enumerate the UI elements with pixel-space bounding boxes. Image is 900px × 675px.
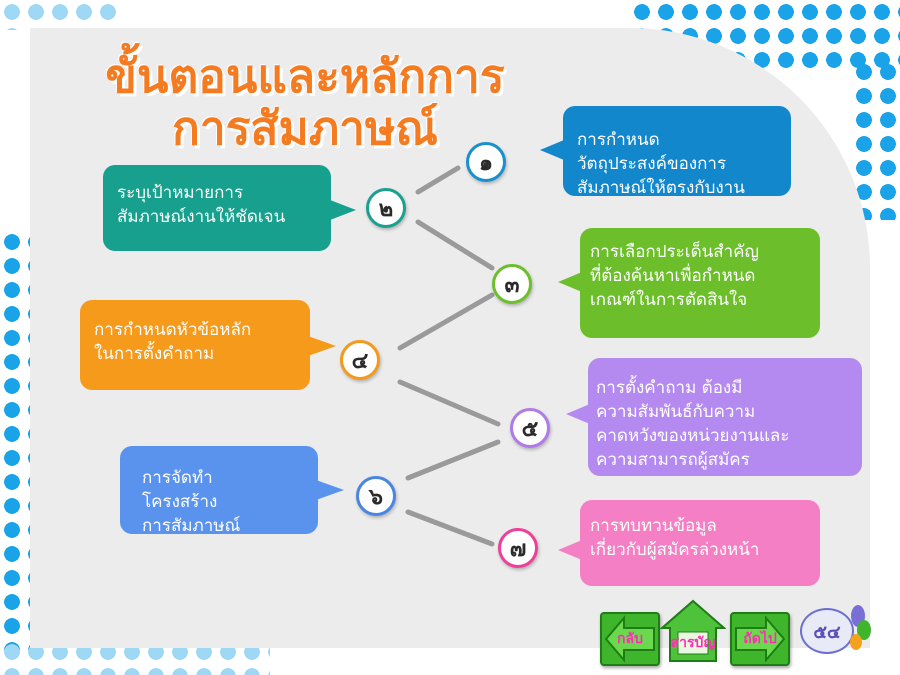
- step-box-1: การกำหนด วัตถุประสงค์ของการ สัมภาษณ์ให้ต…: [563, 106, 791, 196]
- callout-pointer-7: [558, 540, 582, 560]
- step-box-5: การตั้งคำถาม ต้องมี ความสัมพันธ์กับความ …: [588, 358, 862, 476]
- home-icon: [660, 599, 726, 662]
- page-number-badge: ๕๔: [800, 608, 854, 654]
- connector-1-2: [415, 165, 461, 195]
- title-line-2: การสัมภาษณ์: [172, 101, 438, 155]
- step-2-line-1: ระบุเป้าหมายการ: [117, 183, 244, 203]
- right-tile-pattern: [852, 60, 900, 220]
- next-button[interactable]: ถัดไป: [730, 612, 790, 666]
- step-3-line-1: การเลือกประเด็นสำคัญ: [590, 242, 760, 262]
- callout-pointer-1: [540, 140, 564, 160]
- connector-6-7: [405, 509, 495, 547]
- callout-pointer-2: [330, 200, 356, 220]
- next-arrow-icon: [735, 615, 786, 663]
- step-3-line-3: เกณฑ์ในการตัดสินใจ: [590, 290, 748, 310]
- next-button-label: ถัดไป: [743, 631, 777, 647]
- step-5-line-4: ความสามารถผู้สมัคร: [596, 450, 750, 470]
- step-6-line-2: โครงสร้าง: [142, 492, 218, 512]
- step-number-2: ๒: [366, 188, 406, 228]
- step-box-2: ระบุเป้าหมายการ สัมภาษณ์งานให้ชัดเจน: [103, 165, 331, 251]
- back-arrow-icon: [604, 615, 655, 663]
- callout-pointer-5: [566, 404, 590, 424]
- step-5-line-2: ความสัมพันธ์กับความ: [596, 402, 756, 422]
- step-6-line-3: การสัมภาษณ์: [142, 516, 241, 534]
- step-number-7: ๗: [498, 528, 538, 568]
- step-7-line-2: เกี่ยวกับผู้สมัครล่วงหน้า: [590, 540, 760, 560]
- step-box-7: การทบทวนข้อมูล เกี่ยวกับผู้สมัครล่วงหน้า: [580, 500, 820, 586]
- step-4-line-1: การกำหนดหัวข้อหลัก: [94, 320, 252, 340]
- step-6-line-1: การจัดทำ: [142, 468, 213, 488]
- step-1-line-3: สัมภาษณ์ให้ตรงกับงาน: [577, 178, 745, 196]
- connector-3-4: [397, 292, 495, 351]
- step-5-line-3: คาดหวังของหน่วยงานและ: [596, 426, 790, 446]
- back-button[interactable]: กลับ: [600, 612, 660, 666]
- contents-button-label: สารบัญ: [670, 635, 716, 651]
- callout-pointer-6: [316, 480, 344, 500]
- step-1-line-1: การกำหนด: [577, 130, 660, 150]
- step-number-3: ๓: [492, 264, 532, 304]
- step-number-4: ๔: [340, 340, 380, 380]
- title-line-1: ขั้นตอนและหลักการ: [105, 49, 505, 103]
- callout-pointer-3: [558, 272, 582, 292]
- step-7-line-1: การทบทวนข้อมูล: [590, 516, 717, 536]
- step-number-5: ๕: [510, 408, 550, 448]
- step-3-line-2: ที่ต้องค้นหาเพื่อกำหนด: [590, 266, 756, 286]
- slide-title: ขั้นตอนและหลักการ การสัมภาษณ์: [60, 50, 550, 154]
- step-2-line-2: สัมภาษณ์งานให้ชัดเจน: [117, 207, 286, 227]
- top-left-tile-pattern: [0, 0, 120, 30]
- connector-5-6: [405, 439, 501, 481]
- step-number-6: ๖: [356, 476, 396, 516]
- step-box-3: การเลือกประเด็นสำคัญ ที่ต้องค้นหาเพื่อกำ…: [580, 228, 820, 338]
- left-tile-pattern: [0, 230, 30, 650]
- step-number-1: ๑: [466, 142, 506, 182]
- step-5-line-1: การตั้งคำถาม ต้องมี: [596, 378, 743, 398]
- connector-2-3: [415, 219, 495, 271]
- contents-button[interactable]: สารบัญ: [660, 598, 726, 664]
- connector-4-5: [397, 379, 501, 427]
- step-1-line-2: วัตถุประสงค์ของการ: [577, 154, 727, 174]
- flower-ornament-icon: [850, 605, 871, 650]
- callout-pointer-4: [308, 336, 336, 356]
- step-box-6: การจัดทำ โครงสร้าง การสัมภาษณ์: [120, 446, 318, 534]
- step-4-line-2: ในการตั้งคำถาม: [94, 344, 215, 364]
- step-box-4: การกำหนดหัวข้อหลัก ในการตั้งคำถาม: [80, 300, 310, 390]
- page-number: ๕๔: [813, 621, 841, 643]
- back-button-label: กลับ: [617, 631, 643, 647]
